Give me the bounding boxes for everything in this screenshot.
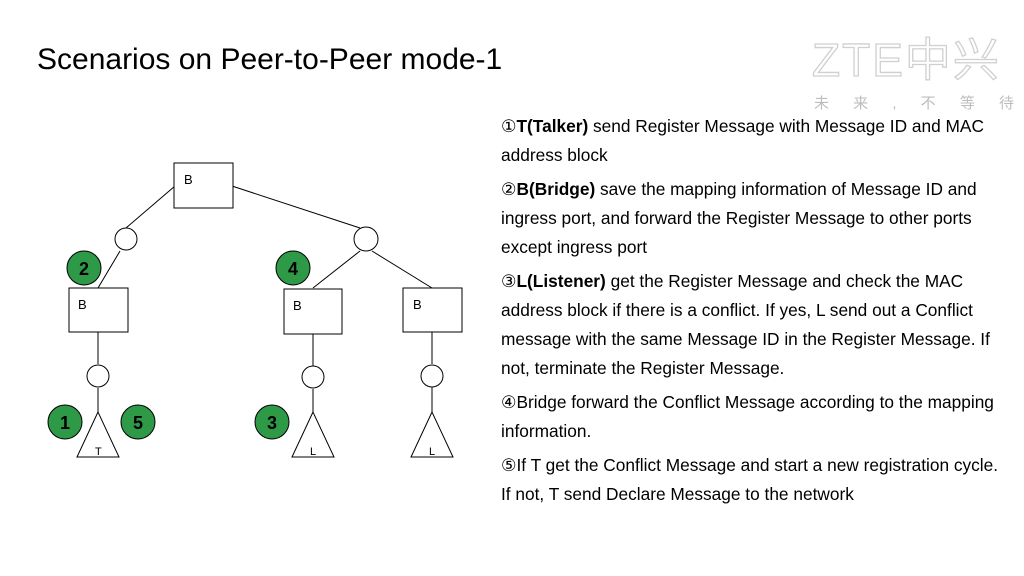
step-text: Bridge forward the Conflict Message acco…	[501, 392, 994, 441]
edge	[371, 250, 433, 289]
endpoint-label: L	[429, 446, 435, 458]
bridge-box-right	[402, 287, 463, 333]
step-number: 2	[79, 259, 89, 279]
listener-triangle	[291, 410, 335, 458]
step-number: 3	[267, 413, 277, 433]
listener-triangle	[410, 410, 454, 458]
edge	[125, 185, 176, 229]
step-description-1: ①T(Talker) send Register Message with Me…	[501, 112, 1001, 170]
step-marker-3	[254, 404, 290, 440]
endpoint-label: L	[310, 446, 316, 458]
talker-triangle	[76, 410, 120, 458]
step-number: 5	[133, 413, 143, 433]
step-description-3: ③L(Listener) get the Register Message an…	[501, 267, 1001, 383]
bridge-box-mid	[283, 288, 343, 335]
bridge-label: B	[78, 297, 87, 312]
step-marker-5	[120, 404, 156, 440]
zte-logo: ZTE中兴 未 来 , 不 等 待	[811, 33, 1014, 122]
edge	[231, 185, 361, 229]
bridge-box-left	[68, 287, 129, 333]
term: B(Bridge)	[516, 179, 596, 199]
step-text: save the mapping information of Message …	[501, 179, 977, 257]
step-num: ⑤	[501, 455, 517, 475]
step-marker-4	[275, 250, 311, 286]
port-circle	[114, 227, 138, 251]
topology-diagram: B B B B T L L 1 2 3 4 5	[47, 162, 463, 458]
step-number: 4	[288, 259, 298, 279]
step-description-2: ②B(Bridge) save the mapping information …	[501, 175, 1001, 262]
step-num: ①	[501, 116, 517, 136]
step-description-4: ④Bridge forward the Conflict Message acc…	[501, 388, 1001, 446]
logo-wordmark: ZTE中兴	[811, 33, 1001, 86]
port-circle	[301, 365, 325, 389]
term: L(Listener)	[516, 271, 606, 291]
step-text: get the Register Message and check the M…	[501, 271, 990, 378]
step-marker-2	[66, 250, 102, 286]
step-text: If T get the Conflict Message and start …	[501, 455, 999, 504]
term: T(Talker)	[516, 116, 589, 136]
bridge-box-root	[173, 162, 234, 209]
step-num: ③	[501, 271, 517, 291]
step-number: 1	[60, 413, 70, 433]
bridge-label: B	[293, 298, 302, 313]
slide-title: Scenarios on Peer-to-Peer mode-1	[37, 43, 503, 76]
port-circle	[420, 364, 444, 388]
step-text: send Register Message with Message ID an…	[501, 116, 984, 165]
description-text: ①T(Talker) send Register Message with Me…	[501, 112, 1001, 514]
logo-tagline: 未 来 , 不 等 待	[814, 95, 1024, 112]
edge	[97, 250, 121, 289]
bridge-label: B	[413, 297, 422, 312]
step-description-5: ⑤If T get the Conflict Message and start…	[501, 451, 1001, 509]
edge	[312, 250, 361, 289]
bridge-label: B	[184, 172, 193, 187]
port-circle	[86, 364, 110, 388]
step-num: ②	[501, 179, 517, 199]
endpoint-label: T	[95, 446, 102, 458]
port-circle	[353, 226, 379, 252]
step-marker-1	[47, 404, 83, 440]
step-num: ④	[501, 392, 517, 412]
